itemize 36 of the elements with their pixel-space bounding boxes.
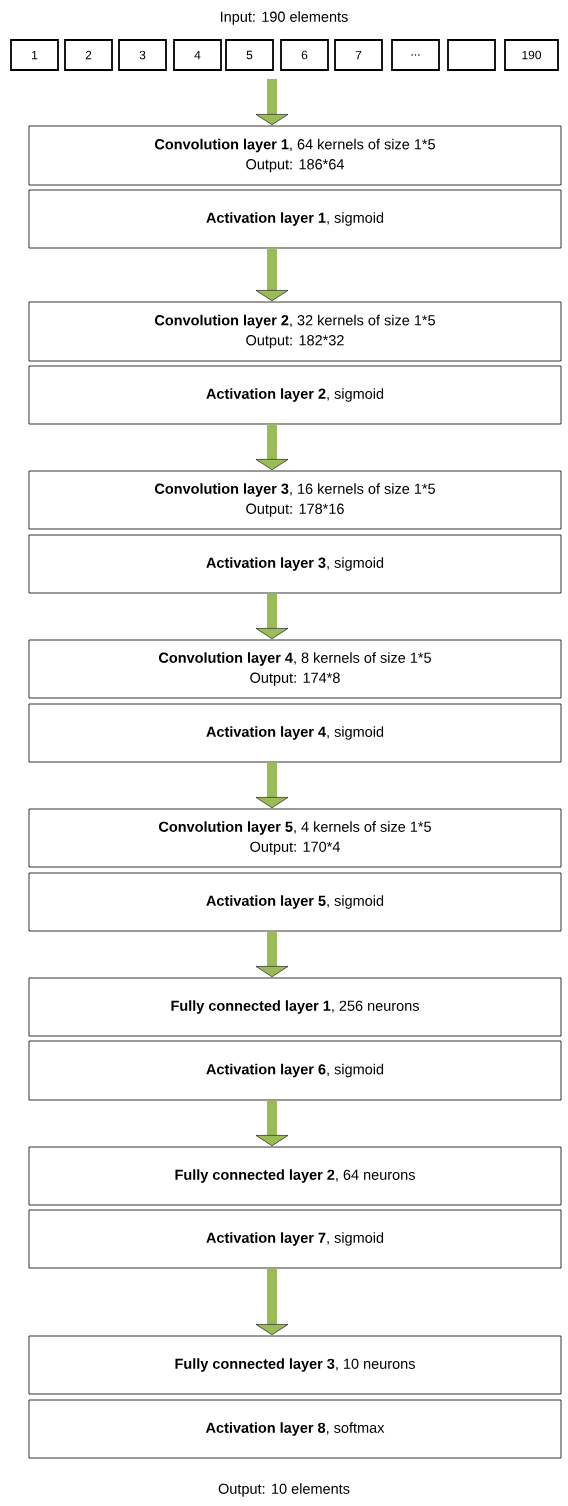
arrow bbox=[255, 931, 289, 978]
layer-box: Convolution layer 4, 8 kernels of size 1*5 Output: 174*8 bbox=[28, 639, 562, 699]
layer-box: Activation layer 8, softmax bbox=[28, 1399, 562, 1459]
caption-text: Output: 10 elements bbox=[218, 1483, 350, 1497]
layer-box: Fully connected layer 2, 64 neurons bbox=[28, 1146, 562, 1206]
caption-text: Input: 190 elements bbox=[221, 11, 348, 25]
arrow bbox=[255, 762, 289, 809]
arrow bbox=[255, 1100, 289, 1147]
arrow bbox=[255, 248, 289, 302]
layer-box: Fully connected layer 3, 10 neurons bbox=[28, 1335, 562, 1395]
layer-box: Convolution layer 1, 64 kernels of size 1*5 Output: 186*64 bbox=[28, 125, 562, 186]
layer-box: Activation layer 4, sigmoid bbox=[28, 703, 562, 763]
input-cell: 6 bbox=[280, 39, 329, 71]
layer-box: Convolution layer 5, 4 kernels of size 1*5 Output: 170*4 bbox=[28, 808, 562, 868]
empty-cell bbox=[447, 39, 496, 71]
input-cell: 2 bbox=[64, 39, 113, 71]
arrow bbox=[255, 78, 289, 126]
input-cell: 5 bbox=[225, 39, 274, 71]
layer-box: Activation layer 3, sigmoid bbox=[28, 534, 562, 594]
layer-box: Activation layer 6, sigmoid bbox=[28, 1040, 562, 1101]
layer-box: Activation layer 1, sigmoid bbox=[28, 189, 562, 249]
input-cell: 4 bbox=[173, 39, 222, 71]
input-cell: ... bbox=[391, 39, 440, 71]
layer-box: Convolution layer 3, 16 kernels of size 1*5 Output: 178*16 bbox=[28, 470, 562, 530]
layer-box: Activation layer 5, sigmoid bbox=[28, 872, 562, 932]
layer-box: Fully connected layer 1, 256 neurons bbox=[28, 977, 562, 1037]
input-cell: 190 bbox=[504, 39, 559, 71]
input-cell: 3 bbox=[118, 39, 167, 71]
arrow bbox=[255, 593, 289, 640]
arrow bbox=[255, 1268, 289, 1336]
input-cell: 7 bbox=[334, 39, 383, 71]
arrow bbox=[255, 424, 289, 471]
input-cell: 1 bbox=[10, 39, 59, 71]
layer-box: Convolution layer 2, 32 kernels of size 1*5 Output: 182*32 bbox=[28, 301, 562, 362]
layer-box: Activation layer 2, sigmoid bbox=[28, 365, 562, 425]
layer-box: Activation layer 7, sigmoid bbox=[28, 1209, 562, 1269]
